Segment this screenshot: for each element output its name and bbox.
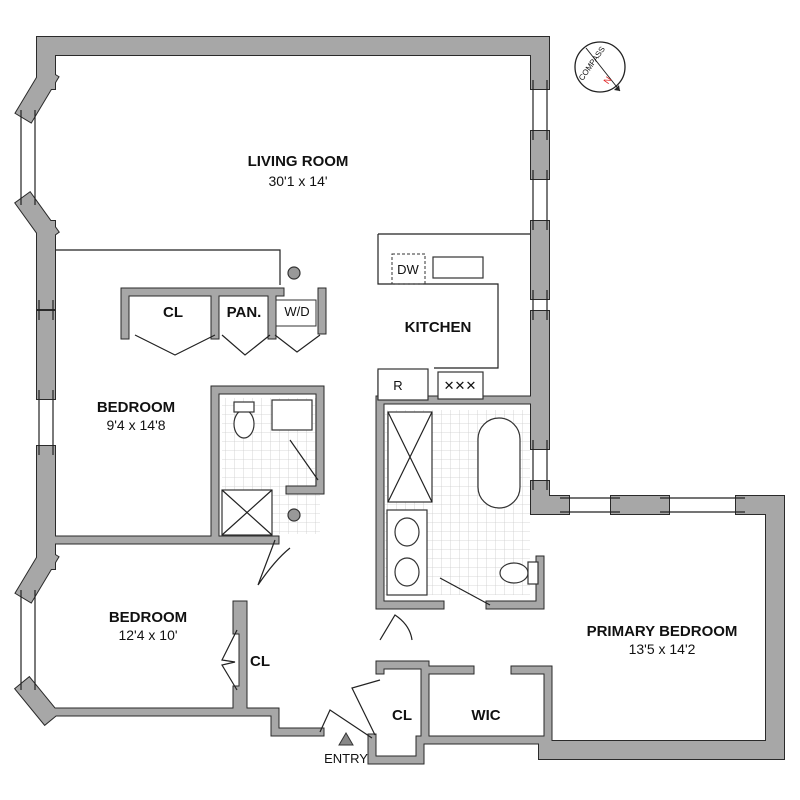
pantry-label: PAN. — [227, 304, 262, 321]
sink — [271, 399, 313, 431]
closet3-label: CL — [392, 707, 412, 724]
primary-bedroom-name: PRIMARY BEDROOM — [587, 623, 738, 640]
compass-north: N — [602, 75, 614, 86]
bedroom1-size: 9'4 x 14'8 — [106, 417, 165, 433]
bathtub — [477, 417, 521, 509]
hall-bath-fixtures — [221, 399, 319, 536]
bedroom2-size: 12'4 x 10' — [118, 627, 177, 643]
range — [437, 371, 484, 400]
windows — [20, 80, 745, 690]
refrigerator-label: R — [393, 378, 402, 393]
walls — [13, 36, 785, 765]
kitchen-name: KITCHEN — [405, 319, 472, 336]
living-room-name: LIVING ROOM — [248, 153, 349, 170]
washer-dryer-label: W/D — [284, 304, 309, 319]
living-room-size: 30'1 x 14' — [268, 173, 327, 189]
closet2-label: CL — [250, 653, 270, 670]
dishwasher-label: DW — [397, 262, 419, 277]
primary-bath-fixtures — [386, 411, 539, 606]
entry-arrow-icon — [338, 732, 354, 746]
toilet — [233, 409, 255, 439]
toilet — [499, 562, 529, 584]
compass-icon: COMPASS N — [574, 41, 626, 93]
doors — [134, 334, 413, 739]
kitchen-counters — [377, 233, 530, 401]
room-labels: LIVING ROOM 30'1 x 14' KITCHEN BEDROOM 9… — [97, 153, 738, 724]
bedroom2-name: BEDROOM — [109, 609, 187, 626]
kitchen-sink — [432, 256, 484, 279]
walk-in-closet-label: WIC — [471, 707, 500, 724]
ledge — [56, 249, 281, 285]
closet1-label: CL — [163, 304, 183, 321]
washer-dryer-box — [275, 299, 317, 327]
primary-bedroom-size: 13'5 x 14'2 — [629, 641, 696, 657]
bedroom1-name: BEDROOM — [97, 399, 175, 416]
refrigerator — [377, 368, 429, 401]
column-icon — [287, 508, 301, 522]
entry-label: ENTRY — [324, 751, 368, 766]
range-burners-icon: ✕✕✕ — [444, 378, 477, 393]
column-icon — [287, 266, 301, 280]
